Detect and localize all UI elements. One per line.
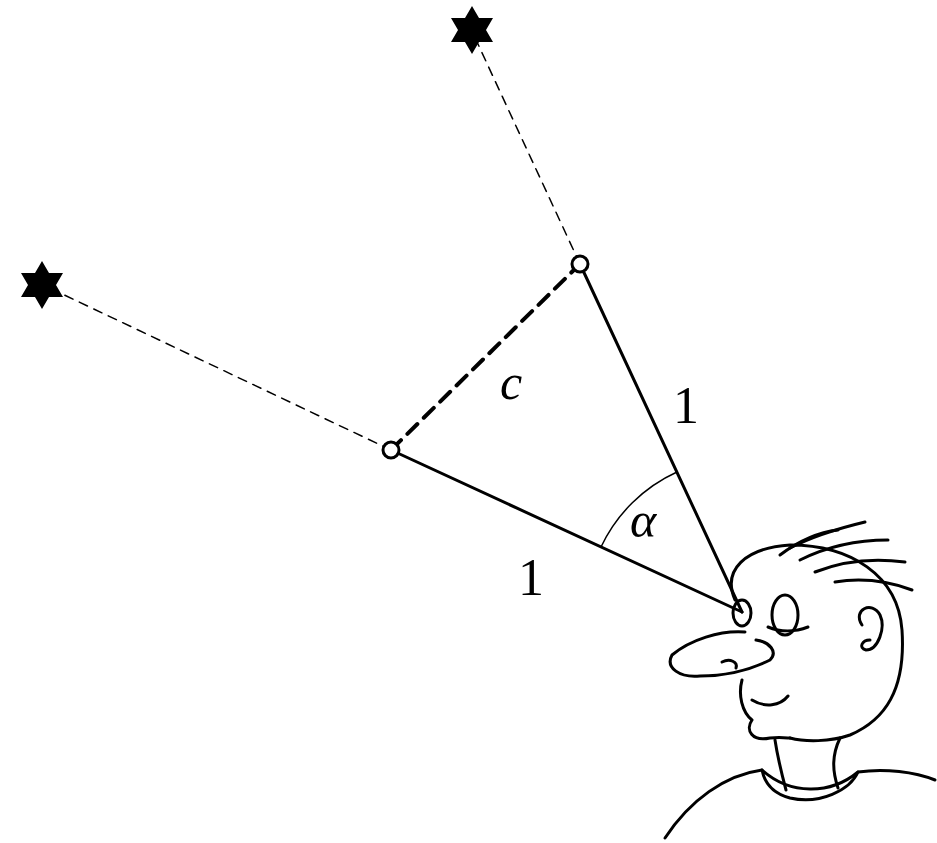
length-label: 1 xyxy=(673,380,699,432)
unit-line xyxy=(580,264,742,612)
angle-label: α xyxy=(630,495,656,545)
chord-line xyxy=(391,264,580,450)
star xyxy=(451,6,493,54)
side-label: c xyxy=(500,357,522,407)
point-marker xyxy=(383,442,399,458)
unit-line xyxy=(391,450,742,612)
length-label: 1 xyxy=(518,552,544,604)
sight-line xyxy=(58,292,391,450)
observer-figure xyxy=(665,522,935,838)
angle-arc xyxy=(601,472,677,547)
point-marker xyxy=(572,256,588,272)
sight-line xyxy=(477,42,580,264)
star xyxy=(21,261,63,309)
